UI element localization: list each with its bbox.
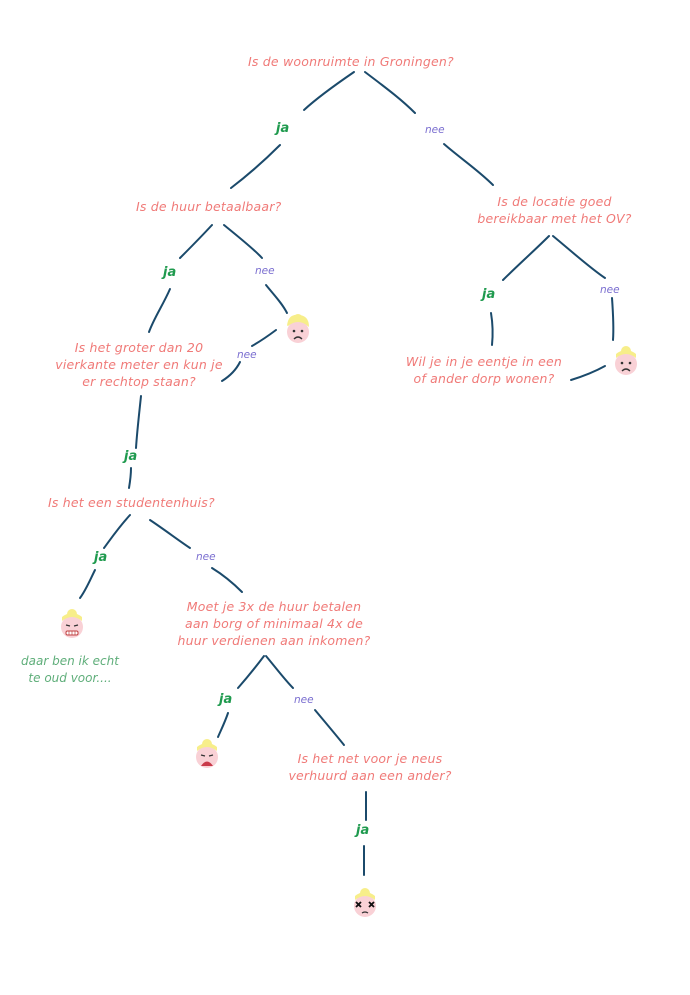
line-q7-ja-top — [237, 655, 265, 689]
yes-label: ja — [482, 287, 496, 302]
line-ja-q6 — [128, 467, 132, 489]
line-q5-face2 — [570, 365, 606, 381]
question-location-groningen: Is de woonruimte in Groningen? — [248, 54, 454, 69]
crying-face-icon — [196, 739, 218, 768]
yes-label: ja — [94, 550, 108, 565]
line-nee-q3 — [443, 143, 494, 186]
no-label: nee — [196, 551, 216, 563]
question-student-house: Is het een studentenhuis? — [48, 495, 215, 510]
no-label: nee — [237, 349, 257, 361]
question-line: vierkante meter en kun je — [55, 357, 223, 372]
question-public-transport: Is de locatie goed bereikbaar met het OV… — [467, 193, 642, 227]
line-q2-nee-top — [223, 224, 263, 259]
yes-label: ja — [163, 265, 177, 280]
question-line: aan borg of minimaal 4x de — [184, 616, 363, 631]
note-line: te oud voor.... — [28, 671, 112, 685]
line-q4-nee-a — [251, 329, 277, 347]
yes-label: ja — [276, 121, 290, 136]
question-rent-affordable: Is de huur betaalbaar? — [136, 199, 282, 214]
no-label: nee — [600, 284, 620, 296]
line-nee-q8 — [314, 709, 345, 746]
dead-face-icon — [354, 888, 376, 917]
sad-face-icon — [287, 314, 309, 343]
no-label: nee — [425, 124, 445, 136]
grimace-face-icon — [61, 609, 83, 638]
line-ja-face4 — [217, 712, 229, 738]
question-size-20m2: Is het groter dan 20 vierkante meter en … — [54, 339, 224, 390]
yes-label: ja — [124, 449, 138, 464]
yes-label: ja — [219, 692, 233, 707]
line-q2-ja-top — [179, 224, 213, 259]
note-too-old: daar ben ik echt te oud voor.... — [10, 653, 130, 687]
line-q7-nee-top — [265, 655, 294, 689]
question-line: er rechtop staan? — [82, 374, 196, 389]
line-q4-ja — [135, 395, 142, 449]
line-ja-q5 — [490, 312, 494, 346]
line-nee-face2 — [611, 297, 615, 341]
question-line: Moet je 3x de huur betalen — [186, 599, 362, 614]
line-ja-q2 — [230, 144, 281, 189]
sad-face-icon — [615, 346, 637, 375]
question-rented-to-other: Is het net voor je neus verhuurd aan een… — [284, 750, 456, 784]
question-line: huur verdienen aan inkomen? — [177, 633, 371, 648]
question-line: verhuurd aan een ander? — [288, 768, 452, 783]
line-q6-nee-top — [149, 519, 191, 549]
line-q6-ja-top — [103, 514, 131, 549]
line-q1-ja-top — [303, 71, 355, 111]
no-label: nee — [255, 265, 275, 277]
question-line: Is het groter dan 20 — [74, 340, 204, 355]
line-ja-q4 — [148, 288, 171, 333]
question-deposit-income: Moet je 3x de huur betalen aan borg of m… — [176, 598, 372, 649]
line-q1-nee-top — [364, 71, 416, 114]
no-label: nee — [294, 694, 314, 706]
note-line: daar ben ik echt — [21, 654, 119, 668]
question-line: bereikbaar met het OV? — [477, 211, 632, 226]
line-nee-face1 — [265, 284, 288, 314]
line-q4-nee-b — [221, 361, 241, 382]
question-line: Wil je in je eentje in een — [405, 354, 563, 369]
line-nee-q7 — [211, 567, 243, 593]
line-q3-ja-top — [502, 235, 550, 281]
yes-label: ja — [356, 823, 370, 838]
question-line: Is het net voor je neus — [297, 751, 443, 766]
line-q3-nee-top — [552, 235, 606, 279]
question-village-alone: Wil je in je eentje in een of ander dorp… — [398, 353, 570, 387]
question-line: Is de locatie goed — [497, 194, 612, 209]
question-line: of ander dorp wonen? — [413, 371, 555, 386]
line-ja-face3 — [79, 569, 96, 599]
